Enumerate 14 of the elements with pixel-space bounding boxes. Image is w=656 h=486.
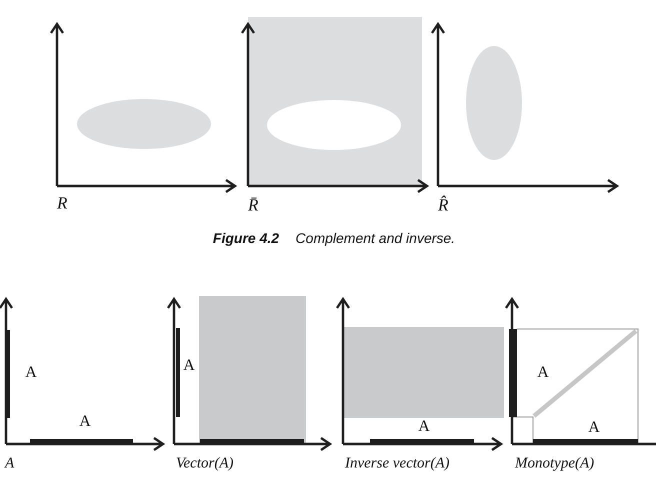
plot-label: Monotype(A) [515,456,594,472]
bar-label: A [79,414,91,430]
figure-caption: Figure 4.2 Complement and inverse. [212,231,456,245]
plot-label: Vector(A) [176,456,234,472]
plot-label: A [5,456,14,472]
bar-label: A [418,419,430,435]
relation-label: R̄ [248,196,258,214]
relation-label: R̂ [438,196,448,214]
bar-label: A [537,365,549,381]
relation-label: R [57,194,68,212]
bar-label: A [25,365,37,381]
bar-label: A [183,358,195,374]
plot-label: Inverse vector(A) [345,456,450,472]
bar-label: A [588,420,600,436]
